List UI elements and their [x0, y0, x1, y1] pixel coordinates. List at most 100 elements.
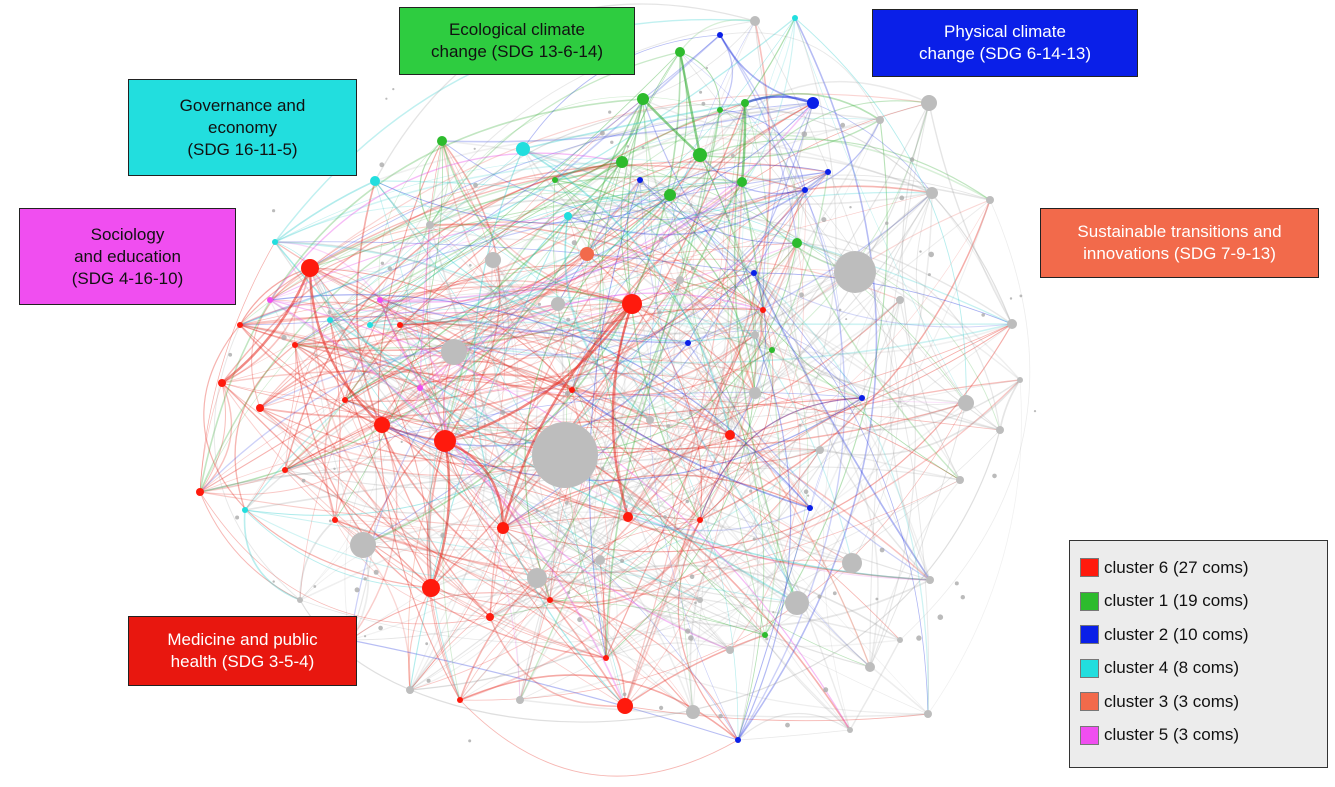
edge [999, 379, 1021, 431]
edge [536, 109, 721, 579]
edge [294, 303, 633, 383]
edge [399, 323, 756, 394]
edge [429, 224, 538, 579]
edge [492, 259, 929, 715]
edge [429, 224, 611, 659]
network-node [552, 177, 558, 183]
edge [687, 192, 933, 344]
network-node [817, 594, 822, 599]
network-node [717, 107, 723, 113]
edge [459, 577, 538, 701]
edge [699, 154, 781, 636]
network-node [685, 628, 691, 634]
edge [244, 303, 559, 511]
edge [362, 349, 773, 552]
network-node [924, 710, 932, 718]
edge [699, 152, 933, 194]
edge [381, 98, 644, 426]
edge [381, 258, 901, 426]
network-node [314, 354, 317, 357]
edge [744, 17, 796, 104]
network-node [785, 591, 809, 615]
network-node [927, 273, 931, 277]
edge [329, 161, 623, 321]
edge [564, 102, 814, 456]
network-node [760, 307, 766, 313]
edge [459, 674, 739, 741]
edge [294, 344, 551, 601]
network-node [663, 515, 667, 519]
edge [199, 175, 743, 493]
edge [309, 267, 701, 601]
edge [819, 379, 1021, 456]
edge [869, 402, 967, 668]
network-node [769, 347, 775, 353]
network-node [838, 308, 842, 312]
edge [535, 303, 694, 713]
edge [299, 429, 1001, 644]
network-node [327, 317, 333, 323]
network-node [666, 424, 671, 429]
edge [259, 189, 806, 418]
edge [567, 17, 796, 217]
label-physical-climate-change: Physical climate change (SDG 6-14-13) [872, 9, 1138, 77]
edge [221, 267, 311, 384]
network-node [420, 414, 424, 418]
edge [621, 161, 856, 273]
edge [699, 242, 804, 521]
label-ecological-climate-change: Ecological climate change (SDG 13-6-14) [399, 7, 635, 75]
network-node [916, 635, 922, 641]
edge [589, 179, 641, 659]
edge [199, 382, 223, 493]
network-node [735, 737, 741, 743]
edge [221, 382, 432, 589]
edge [344, 216, 798, 401]
edge [284, 181, 743, 471]
edge [399, 324, 766, 636]
edge [502, 527, 931, 628]
edge [564, 215, 651, 421]
edge [502, 181, 743, 529]
network-node [626, 145, 630, 148]
network-node [688, 411, 693, 415]
edge [199, 421, 731, 493]
edge [259, 370, 421, 409]
edge [741, 100, 930, 183]
network-node [342, 397, 348, 403]
edge [737, 17, 878, 741]
network-node [617, 698, 633, 714]
edge [294, 320, 853, 564]
network-node [426, 678, 431, 683]
network-node [422, 579, 440, 597]
edge [754, 20, 1001, 431]
edge [649, 419, 853, 564]
edge [741, 181, 764, 311]
network-node [785, 722, 790, 728]
network-node [373, 569, 379, 575]
edge [199, 241, 276, 493]
edge [729, 434, 931, 581]
edge [299, 519, 336, 601]
network-node [482, 371, 485, 374]
edge [429, 223, 764, 311]
edge [344, 171, 829, 401]
edge [379, 299, 731, 651]
edge [199, 471, 731, 651]
edge [221, 370, 811, 509]
network-node [440, 532, 446, 538]
network-node [691, 266, 695, 271]
network-node [725, 214, 730, 219]
edge [269, 152, 623, 301]
edge [430, 402, 967, 589]
legend-item-cluster-2: cluster 2 (10 coms) [1080, 618, 1327, 652]
network-node [772, 611, 775, 614]
network-node [751, 270, 757, 276]
edge [687, 342, 931, 581]
network-node [718, 714, 723, 719]
edge [269, 294, 811, 509]
edge [199, 194, 671, 493]
edge [549, 20, 771, 601]
node-layer [196, 15, 1037, 743]
edge [794, 17, 967, 404]
network-node [928, 251, 934, 258]
